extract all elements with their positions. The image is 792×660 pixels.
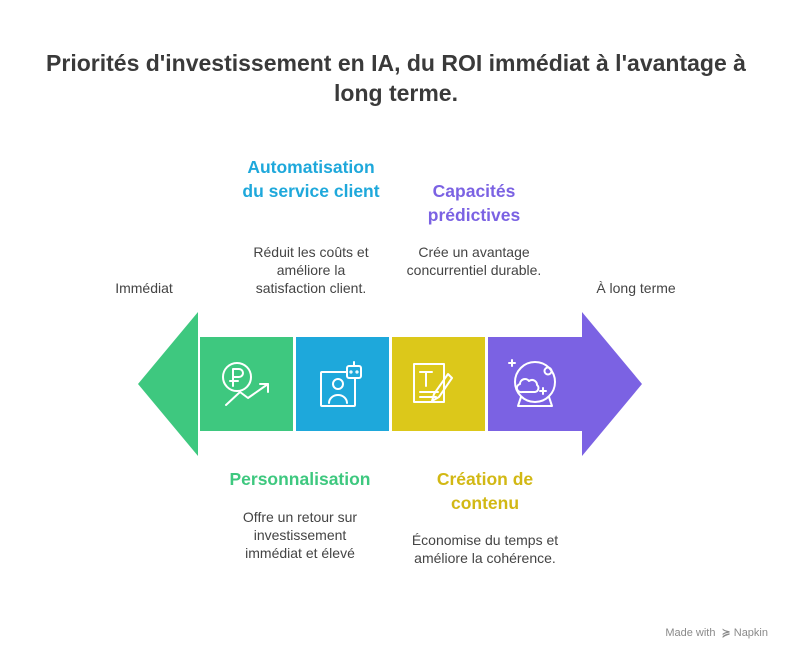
document-edit-icon [413, 363, 453, 403]
description-creation: Économise du temps et améliore la cohére… [411, 532, 559, 566]
heading-capacites: Capacités prédictives [427, 181, 521, 225]
footer-branding: Made with ≽Napkin [665, 626, 768, 639]
napkin-logo-icon: ≽ [721, 627, 731, 639]
brand-label: Napkin [733, 627, 768, 639]
money-growth-icon [222, 362, 269, 406]
description-capacites: Crée un avantage concurrentiel durable. [406, 244, 542, 278]
segment-box-capacites [488, 337, 582, 431]
segment-box-creation [392, 337, 485, 431]
right-arrowhead [582, 312, 642, 456]
heading-automatisation: Automatisation du service client [242, 157, 380, 201]
timeline-end-label: À long terme [596, 280, 676, 296]
description-automatisation: Réduit les coûts et améliore la satisfac… [253, 244, 369, 296]
segment-box-personnalisation [200, 337, 293, 431]
diagram-title: Priorités d'investissement en IA, du ROI… [46, 50, 746, 106]
heading-creation: Création de contenu [436, 469, 534, 513]
description-personnalisation: Offre un retour sur investissement imméd… [242, 509, 358, 561]
made-with-label: Made with [665, 627, 716, 639]
robot-support-icon [320, 361, 362, 407]
heading-personnalisation: Personnalisation [229, 469, 371, 489]
left-arrowhead [138, 312, 198, 456]
crystal-ball-icon [508, 359, 556, 407]
timeline-start-label: Immédiat [115, 280, 173, 296]
